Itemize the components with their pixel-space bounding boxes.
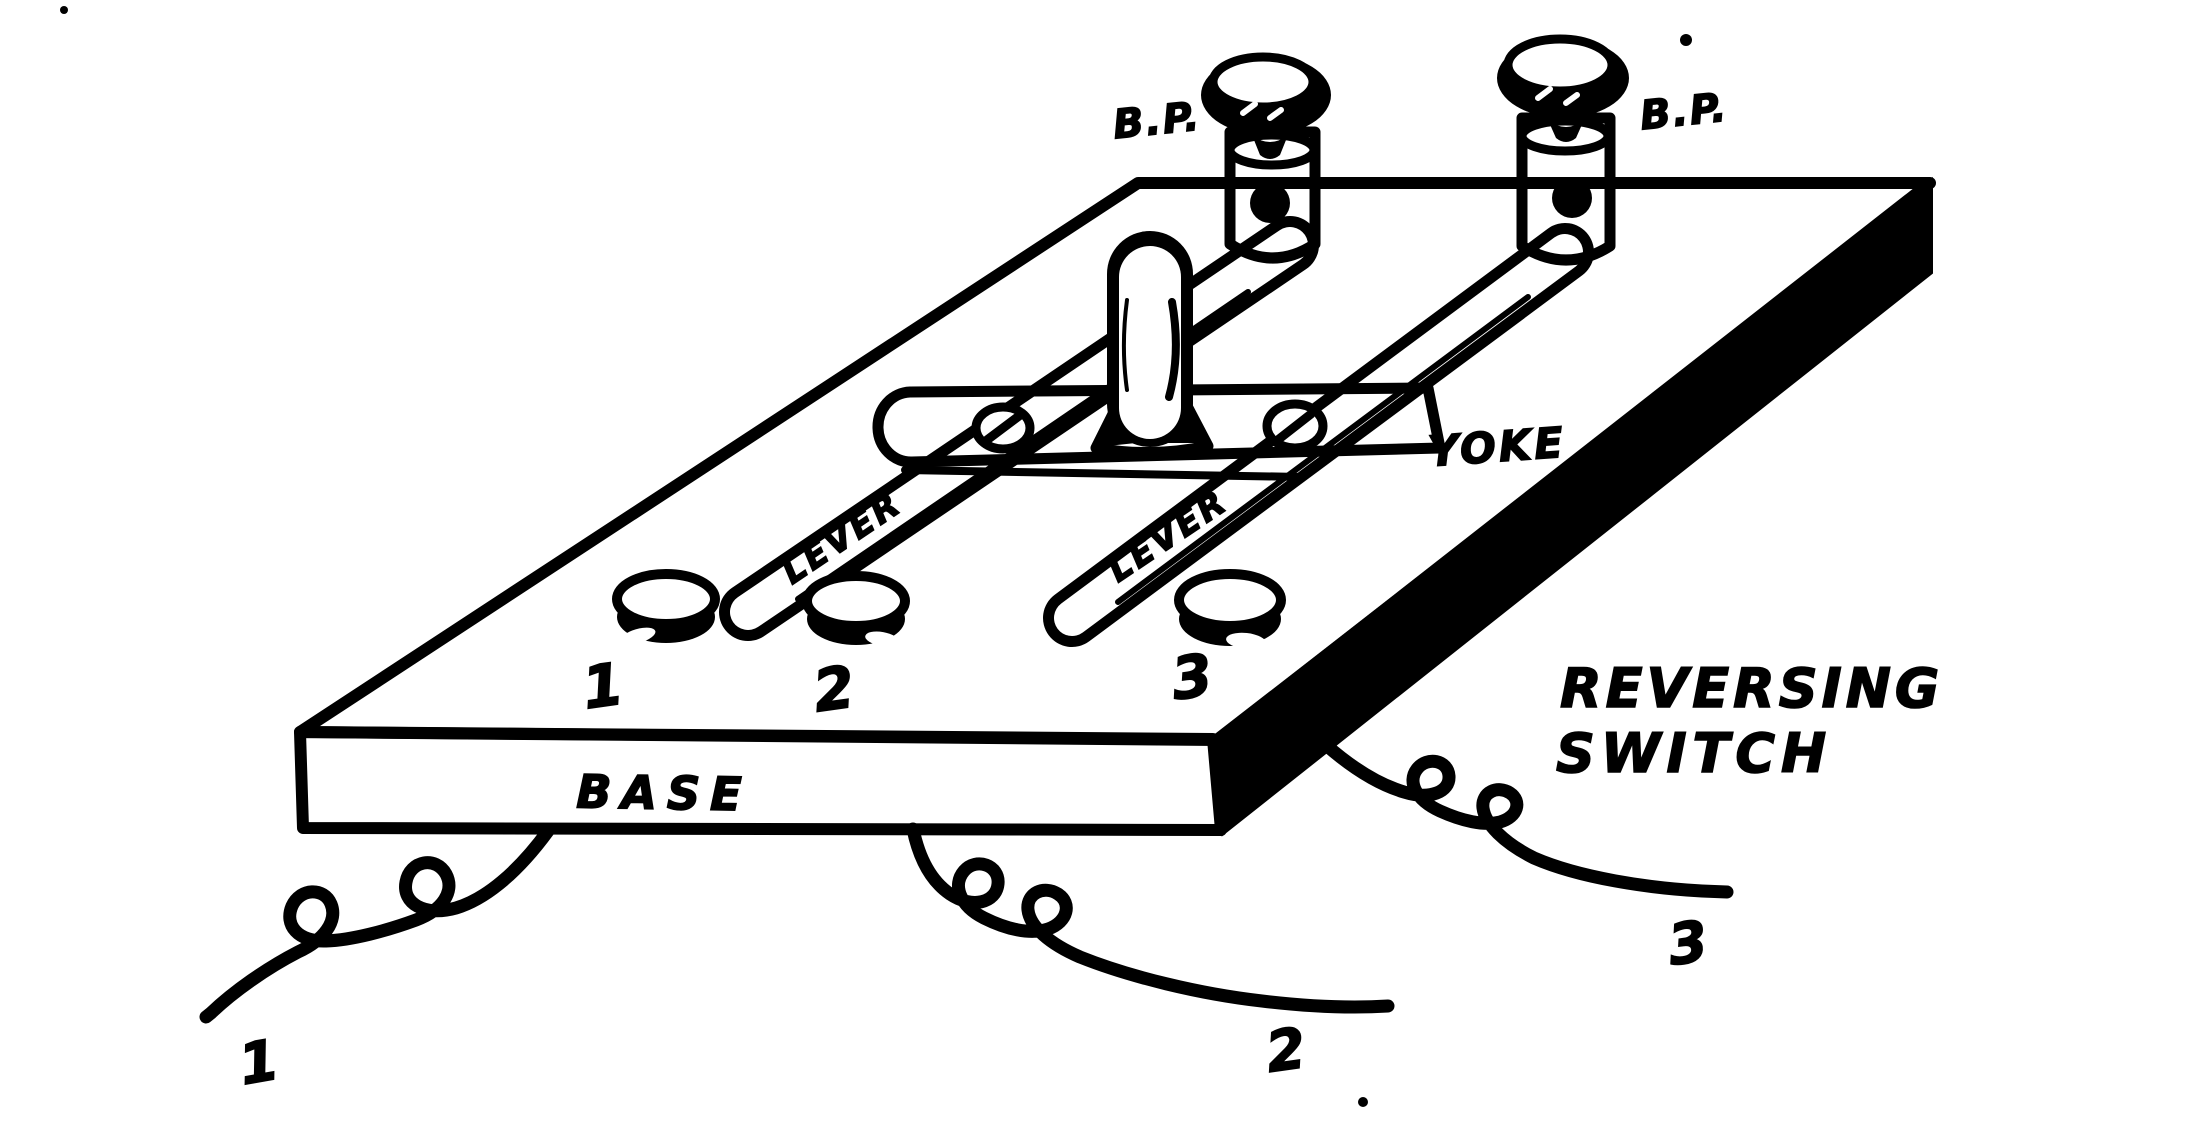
- wire-2: [906, 822, 1395, 1014]
- contact-2-label: 2: [809, 653, 858, 726]
- contact-1-label: 1: [578, 650, 627, 723]
- handle-shading-line: [1165, 298, 1180, 401]
- bp-left-label: B.P.: [1111, 94, 1203, 149]
- ink-speck: [1680, 34, 1692, 46]
- binding-post-right: [1497, 34, 1629, 266]
- bp-right-label: B.P.: [1638, 85, 1730, 140]
- wire-3: [1319, 738, 1734, 899]
- base-board: [294, 176, 1936, 837]
- yoke-plate: [872, 382, 1446, 481]
- binding-post-left: [1201, 52, 1331, 264]
- wire-2-label: 2: [1262, 1016, 1310, 1086]
- contact-button-1: [612, 569, 720, 645]
- wire-1: [199, 824, 555, 1024]
- wire-1-label: 1: [234, 1028, 284, 1099]
- yoke-label: YOKE: [1427, 418, 1568, 476]
- figure-title-line2: SWITCH: [1556, 722, 1832, 785]
- yoke-screw-left: [971, 402, 1035, 454]
- yoke-thickness-line: [901, 466, 1306, 481]
- figure-title-line1: REVERSING: [1560, 657, 1943, 720]
- contact-3-label: 3: [1167, 641, 1216, 714]
- board-front-face: [294, 726, 1227, 836]
- post-right-hole: [1552, 178, 1592, 218]
- yoke-screw-right: [1262, 399, 1328, 453]
- ink-speck: [1358, 1097, 1368, 1107]
- switch-handle: [1090, 231, 1214, 459]
- post-left-hole: [1250, 183, 1290, 223]
- wire-3-label: 3: [1664, 909, 1712, 979]
- handle-shading-line-left: [1122, 298, 1129, 392]
- contact-button-3: [1174, 569, 1286, 650]
- contact-button-2: [802, 571, 910, 647]
- ink-speck: [60, 6, 68, 14]
- base-label: BASE: [576, 764, 752, 821]
